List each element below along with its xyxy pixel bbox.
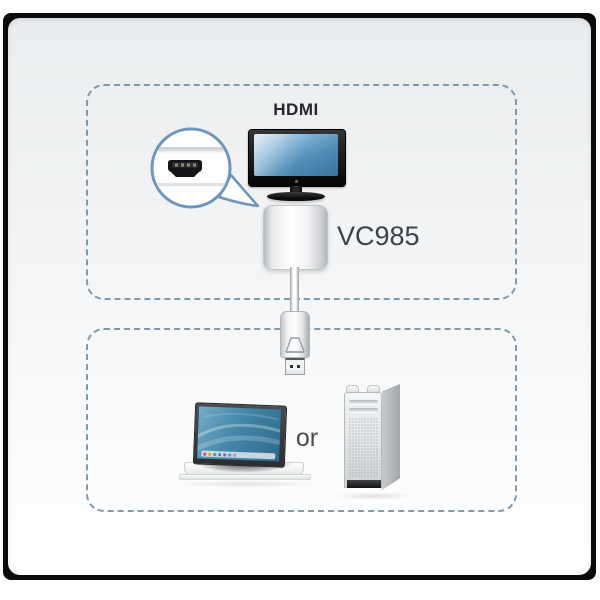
dock-icon (213, 452, 217, 456)
diagram-canvas (8, 18, 591, 575)
laptop-display (197, 406, 282, 462)
laptop-icon (174, 398, 319, 488)
tower-side-panel (382, 384, 400, 490)
plug-pin (297, 365, 300, 368)
wallpaper-swirls (197, 412, 282, 453)
or-label: or (295, 424, 319, 452)
connector-detail (285, 337, 305, 353)
displayport-cable (290, 267, 299, 313)
dock-icon (228, 453, 232, 457)
optical-drive-slot (349, 408, 378, 412)
tower-shadow (334, 492, 414, 500)
callout-tail (217, 173, 260, 208)
monitor-logo-dot (295, 180, 298, 183)
laptop-screen-bezel (192, 402, 288, 468)
hdmi-port-label: HDMI (273, 100, 319, 119)
dock-icon (208, 452, 212, 456)
dock-icon (223, 452, 227, 456)
monitor-screen (254, 134, 338, 176)
displayport-connector-icon (280, 311, 310, 358)
hdmi-monitor-icon (246, 128, 346, 204)
optical-drive-slot (349, 400, 378, 404)
hdmi-port-closeup-callout (150, 127, 260, 209)
device-edge-closeup (153, 147, 229, 186)
tower-front-panel (344, 392, 382, 488)
display-group-box (86, 84, 517, 300)
dock-icon (218, 452, 222, 456)
dock-icon (233, 453, 237, 457)
laptop-shadow (174, 480, 319, 488)
desktop-tower-icon (334, 380, 414, 500)
monitor-stand-base (267, 192, 325, 201)
displayport-plug-icon (285, 358, 305, 375)
model-label: VC985 (337, 221, 420, 251)
tower-base (347, 480, 381, 488)
tower-grille (349, 418, 378, 478)
plug-pin (290, 365, 293, 368)
dock-icon (203, 452, 207, 456)
vc985-adapter-icon (263, 205, 328, 270)
monitor-stand-neck (290, 186, 302, 194)
